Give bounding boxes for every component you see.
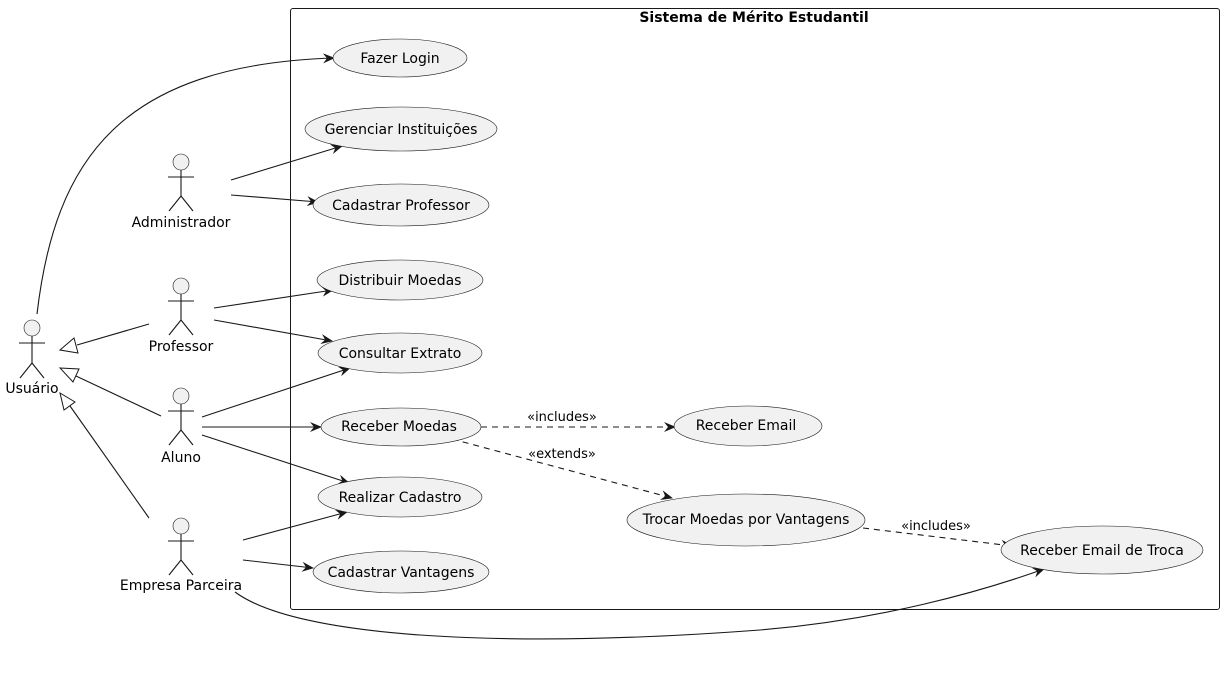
usecase-realizar-cadastro[interactable]: Realizar Cadastro	[317, 476, 483, 518]
actor-usuario-label: Usuário	[5, 381, 58, 397]
actor-administrador[interactable]: Administrador	[132, 153, 231, 231]
assoc-usuario-fazer-login	[36, 53, 335, 315]
usecase-receber-email-label: Receber Email	[696, 418, 797, 434]
actor-empresa-parceira[interactable]: Empresa Parceira	[120, 517, 242, 594]
assoc-admin-gerenciar	[230, 144, 343, 181]
system-boundary: Sistema de Mérito Estudantil	[290, 8, 1220, 610]
use-cases: Fazer Login Gerenciar Instituições Cadas…	[304, 38, 1204, 594]
includes-label-2: «includes»	[901, 519, 971, 534]
usecase-consultar-extrato[interactable]: Consultar Extrato	[317, 332, 483, 374]
usecase-distribuir-moedas[interactable]: Distribuir Moedas	[316, 259, 484, 301]
usecase-distribuir-moedas-label: Distribuir Moedas	[339, 273, 462, 289]
assoc-professor-consultar	[213, 319, 333, 344]
usecase-receber-moedas-label: Receber Moedas	[341, 419, 457, 435]
actor-aluno[interactable]: Aluno	[161, 387, 201, 466]
stick-figure-icon	[168, 517, 194, 576]
usecase-receber-email-troca-label: Receber Email de Troca	[1020, 543, 1184, 559]
stereotype-labels: «includes» «extends» «includes»	[527, 410, 971, 534]
assoc-aluno-consultar	[201, 366, 351, 418]
usecase-receber-moedas[interactable]: Receber Moedas	[320, 407, 482, 447]
connections	[36, 53, 1045, 640]
gen-head-professor	[58, 337, 79, 354]
includes-label-1: «includes»	[527, 410, 597, 425]
usecase-fazer-login[interactable]: Fazer Login	[332, 38, 468, 78]
system-title: Sistema de Mérito Estudantil	[639, 10, 868, 26]
usecase-trocar-moedas[interactable]: Trocar Moedas por Vantagens	[626, 493, 866, 547]
extends-label: «extends»	[528, 447, 596, 462]
usecase-cadastrar-vantagens-label: Cadastrar Vantagens	[328, 565, 475, 581]
gen-aluno-usuario	[75, 375, 162, 417]
gen-professor-usuario	[76, 323, 150, 346]
stick-figure-icon	[168, 387, 194, 446]
usecase-trocar-moedas-label: Trocar Moedas por Vantagens	[642, 512, 850, 528]
actor-empresa-parceira-label: Empresa Parceira	[120, 578, 242, 594]
usecase-receber-email[interactable]: Receber Email	[673, 405, 823, 447]
assoc-admin-cadastrar-professor	[230, 194, 319, 207]
usecase-gerenciar-instituicoes[interactable]: Gerenciar Instituições	[304, 106, 498, 152]
usecase-realizar-cadastro-label: Realizar Cadastro	[339, 490, 462, 506]
actor-aluno-label: Aluno	[161, 450, 201, 466]
gen-head-empresa	[59, 391, 76, 411]
usecase-fazer-login-label: Fazer Login	[360, 51, 439, 67]
stick-figure-icon	[168, 153, 194, 212]
actor-administrador-label: Administrador	[132, 215, 231, 231]
usecase-receber-email-troca[interactable]: Receber Email de Troca	[1000, 525, 1204, 575]
stick-figure-icon	[19, 319, 45, 379]
assoc-empresa-realizar-cadastro	[242, 510, 348, 541]
assoc-empresa-cadastrar-vantagens	[242, 559, 314, 572]
usecase-consultar-extrato-label: Consultar Extrato	[339, 346, 462, 362]
generalization-heads	[58, 337, 80, 411]
assoc-empresa-receber-email-troca	[234, 568, 1045, 640]
actor-professor[interactable]: Professor	[149, 277, 214, 355]
usecase-cadastrar-vantagens[interactable]: Cadastrar Vantagens	[312, 550, 490, 594]
actors: Usuário Administrador Professor	[5, 153, 242, 594]
assoc-professor-distribuir	[213, 286, 334, 309]
gen-head-aluno	[58, 367, 80, 383]
include-receber-email-troca	[862, 527, 1013, 550]
usecase-gerenciar-instituicoes-label: Gerenciar Instituições	[325, 122, 478, 138]
usecase-cadastrar-professor-label: Cadastrar Professor	[332, 198, 470, 214]
actor-professor-label: Professor	[149, 339, 214, 355]
stick-figure-icon	[168, 277, 194, 336]
extend-trocar-moedas	[451, 438, 673, 500]
actor-usuario[interactable]: Usuário	[5, 319, 59, 397]
usecase-cadastrar-professor[interactable]: Cadastrar Professor	[312, 183, 490, 227]
assoc-aluno-realizar-cadastro	[201, 434, 350, 485]
gen-empresa-usuario	[69, 405, 150, 519]
